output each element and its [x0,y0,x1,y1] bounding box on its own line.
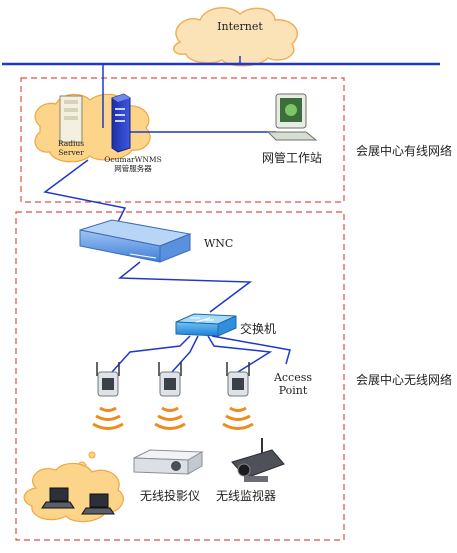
switch-label: 交换机 [240,321,276,336]
laptop-icon [81,493,115,515]
access-point-icon [96,362,120,397]
laptop-icon [41,487,75,509]
nms-server-icon [111,93,131,153]
wireless-signal-icon [92,406,124,430]
radius-server-icon [59,95,83,143]
wireless-signal-icon [222,406,254,430]
wired-network-label: 会展中心有线网络 [356,143,452,158]
internet-cloud: Internet [173,7,298,67]
wnc-to-switch-link [117,261,253,313]
wnc-device-icon [79,219,192,263]
internet-label: Internet [217,20,263,33]
workstation-label: 网管工作站 [262,150,322,165]
wireless-network-zone [15,211,345,541]
workstation-icon [266,93,318,141]
access-point-icon [226,362,250,397]
nms-label-1: OcumarWNMS [104,155,161,164]
wireless-network-label: 会展中心无线网络 [356,372,452,387]
switch-to-ap1-link [111,335,191,373]
nms-label-2: 网管服务器 [114,163,152,173]
radius-label-2: Server [58,148,84,157]
switch-to-ap2-link [171,335,199,373]
wnc-label: WNC [204,237,233,250]
wireless-signal-icon [154,406,186,430]
radius-label-1: Radius [58,139,84,148]
access-point-icon [158,362,182,397]
camera-icon [231,438,285,482]
lan-cloud [34,93,151,163]
lan-to-wnc-link [43,159,127,223]
projector-icon [133,449,204,475]
projector-label: 无线投影仪 [140,488,200,503]
camera-label: 无线监视器 [216,488,276,503]
access-point-label-2: Point [279,384,308,397]
access-point-label-1: Access [273,371,312,384]
switch-icon [175,313,237,337]
switch-to-ap3-link [207,335,273,373]
switch-to-ap3-link-b [211,335,291,365]
wired-network-zone [20,77,345,203]
